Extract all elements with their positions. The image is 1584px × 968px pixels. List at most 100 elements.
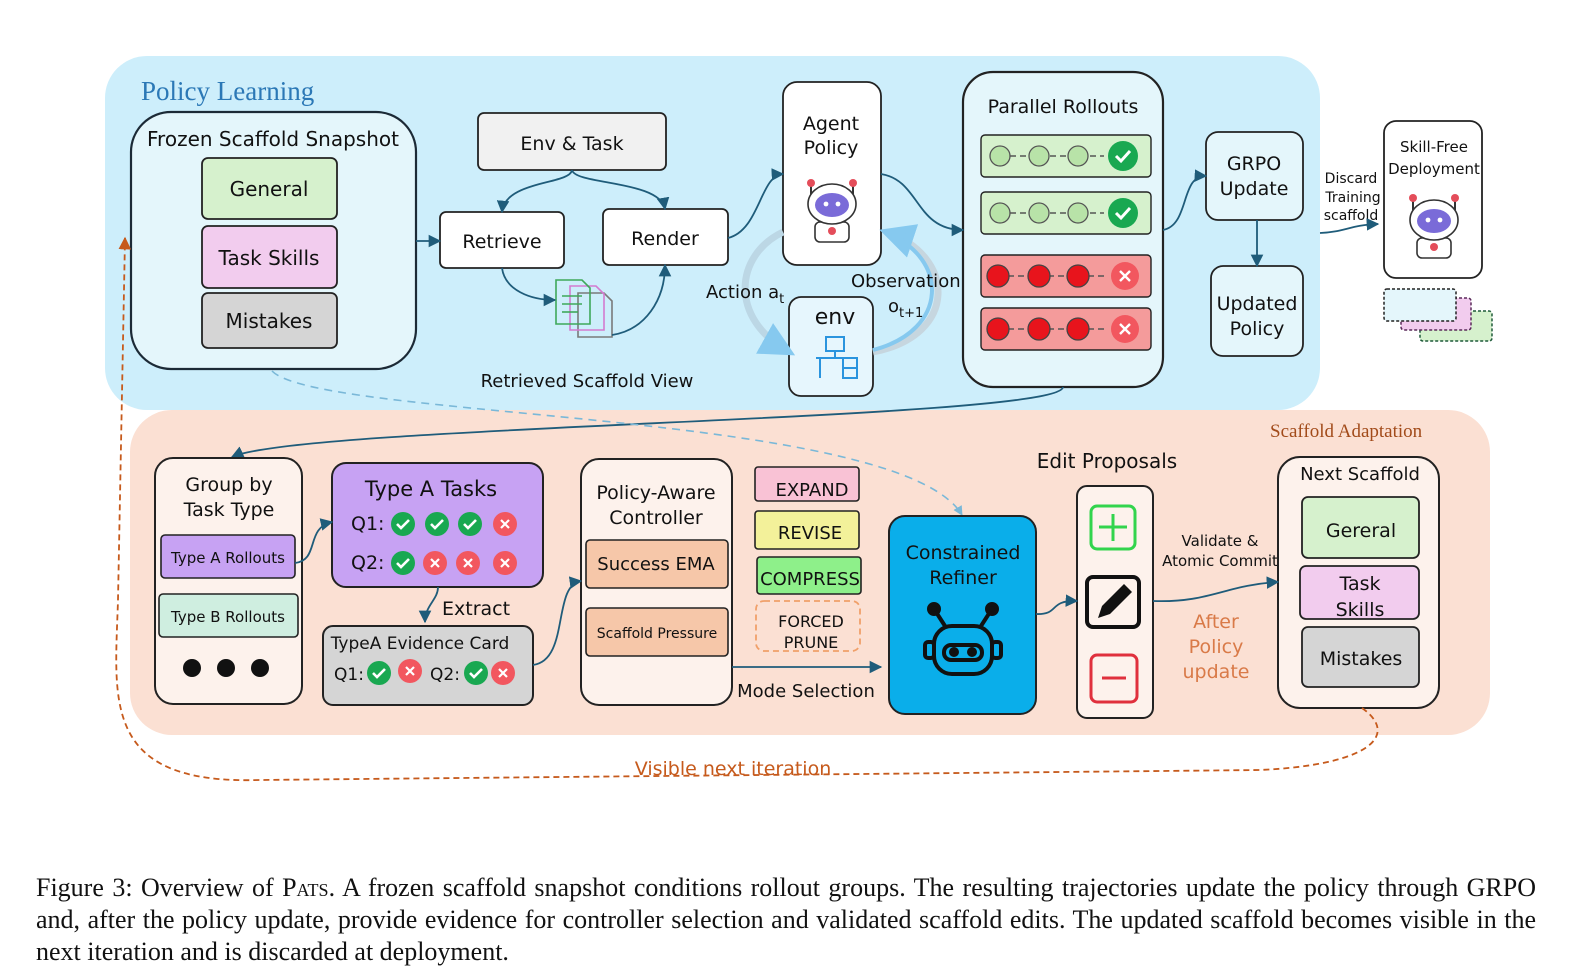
- env-label: env: [815, 305, 856, 330]
- constrained-refiner-box: Constrained Refiner: [888, 515, 1037, 715]
- validate-line1: Validate &: [1182, 532, 1259, 550]
- refiner-line1: Constrained: [906, 542, 1021, 564]
- snapshot-general: General: [230, 177, 309, 201]
- deployment-robot-icon: [1409, 194, 1459, 259]
- edit-pencil-icon: [1085, 575, 1141, 629]
- edit-proposals-title: Edit Proposals: [1037, 449, 1177, 473]
- document-stack-icon: [555, 279, 613, 338]
- next-scaffold-title: Next Scaffold: [1300, 464, 1420, 485]
- mode-compress-label: COMPRESS: [760, 569, 860, 590]
- grpo-line2: Update: [1220, 178, 1289, 200]
- env-task-box: Env & Task: [477, 112, 667, 171]
- deploy-line2: Deployment: [1388, 160, 1480, 178]
- rollout-row-2: [980, 191, 1152, 235]
- controller-line2: Controller: [609, 507, 703, 529]
- after-line2: Policy: [1189, 636, 1244, 658]
- next-general: Gereral: [1326, 520, 1396, 542]
- next-task-line1: Task: [1338, 573, 1380, 595]
- evidence-q1: Q1:: [334, 665, 364, 685]
- check-icon: [464, 661, 488, 685]
- pats-overview-diagram: Policy Learning Scaffold Adaptation Froz…: [105, 56, 1493, 781]
- caption-method-name: Pats: [282, 873, 329, 902]
- policy-learning-title: Policy Learning: [141, 76, 314, 106]
- after-line3: update: [1183, 661, 1250, 683]
- render-box: Render: [602, 208, 729, 266]
- group-by-task-type-box: Group by Task Type Type A Rollouts Type …: [154, 457, 303, 705]
- discard-line1: Discard: [1325, 171, 1378, 187]
- evidence-card-box: TypeA Evidence Card Q1: Q2:: [322, 625, 534, 706]
- retrieve-box: Retrieve: [439, 211, 565, 269]
- updated-line2: Policy: [1230, 318, 1285, 340]
- remove-icon: [1089, 653, 1139, 704]
- discarded-scaffold-icon: [1383, 288, 1493, 342]
- agent-robot-icon: [807, 179, 857, 243]
- check-icon: [1108, 141, 1138, 171]
- observation-label: Observation: [851, 271, 961, 292]
- scaffold-arrows: [294, 518, 1280, 674]
- frozen-scaffold-snapshot: Frozen Scaffold Snapshot General Task Sk…: [129, 110, 418, 371]
- refiner-line2: Refiner: [929, 567, 997, 589]
- mode-expand: EXPAND: [754, 466, 860, 502]
- figure-caption: Figure 3: Overview of Pats. A frozen sca…: [36, 872, 1536, 968]
- mode-expand-label: EXPAND: [775, 480, 848, 501]
- grpo-line1: GRPO: [1227, 153, 1281, 175]
- visible-next-iteration-label: Visible next iteration: [635, 758, 832, 780]
- scaffold-pressure: Scaffold Pressure: [597, 626, 717, 642]
- policy-arrows: [230, 168, 1380, 458]
- discard-line3: scaffold: [1324, 208, 1379, 224]
- mode-revise: REVISE: [754, 510, 860, 550]
- extract-label: Extract: [442, 598, 510, 620]
- updated-policy-box: Updated Policy: [1210, 265, 1304, 357]
- observation-var: ot+1: [888, 296, 923, 321]
- next-task-line2: Skills: [1336, 599, 1385, 621]
- parallel-rollouts-title: Parallel Rollouts: [988, 96, 1139, 118]
- agent-policy-line2: Policy: [804, 137, 859, 159]
- snapshot-title: Frozen Scaffold Snapshot: [147, 127, 399, 151]
- policy-aware-controller-box: Policy-Aware Controller Success EMA Scaf…: [580, 458, 733, 706]
- group-line1: Group by: [185, 474, 272, 496]
- type-a-tasks-title: Type A Tasks: [364, 477, 497, 501]
- mode-prune-label: PRUNE: [784, 633, 839, 652]
- env-desk-icon: [816, 336, 858, 379]
- agent-policy-box: Agent Policy: [782, 81, 882, 266]
- type-a-rollouts: Type A Rollouts: [170, 549, 285, 567]
- scaffold-adaptation-title: Scaffold Adaptation: [1270, 421, 1423, 442]
- action-loop-arrow: [741, 228, 796, 356]
- validate-line2: Atomic Commit: [1162, 552, 1278, 570]
- mode-forced-label: FORCED: [778, 612, 844, 631]
- rollout-row-4: [980, 307, 1152, 351]
- check-icon: [425, 512, 449, 536]
- mode-forced-prune: FORCED PRUNE: [755, 600, 861, 652]
- edit-proposals-box: [1076, 485, 1154, 719]
- retrieved-scaffold-view-label: Retrieved Scaffold View: [481, 371, 694, 392]
- check-icon: [458, 512, 482, 536]
- evidence-q2: Q2:: [430, 665, 460, 685]
- render-label: Render: [631, 228, 699, 250]
- snapshot-task-skills: Task Skills: [218, 246, 320, 270]
- type-a-q1: Q1:: [351, 513, 384, 535]
- type-a-q2-results: [391, 551, 517, 575]
- evidence-title: TypeA Evidence Card: [330, 634, 510, 654]
- check-icon: [391, 512, 415, 536]
- rollout-row-1: [980, 134, 1152, 178]
- snapshot-mistakes: Mistakes: [226, 309, 313, 333]
- observation-loop-arrow: [872, 224, 942, 356]
- type-a-q2: Q2:: [351, 552, 384, 574]
- next-scaffold-box: Next Scaffold Gereral Task Skills Mistak…: [1277, 456, 1440, 709]
- rollout-row-3: [980, 254, 1152, 298]
- caption-prefix: Figure 3: Overview of: [36, 873, 283, 902]
- mode-selection-label: Mode Selection: [737, 681, 875, 702]
- group-line2: Task Type: [183, 499, 275, 521]
- success-ema: Success EMA: [597, 554, 715, 575]
- mode-revise-label: REVISE: [778, 523, 842, 544]
- controller-line1: Policy-Aware: [596, 482, 715, 504]
- agent-policy-line1: Agent: [803, 113, 859, 135]
- visible-next-iteration-arrow: [115, 236, 1379, 781]
- snapshot-to-refiner-arrow: [271, 370, 963, 516]
- mode-compress: COMPRESS: [756, 556, 862, 595]
- check-icon: [367, 661, 391, 685]
- updated-line1: Updated: [1217, 293, 1298, 315]
- check-icon: [391, 551, 415, 575]
- action-label: Action at: [706, 282, 784, 307]
- refiner-robot-icon: [923, 602, 1003, 676]
